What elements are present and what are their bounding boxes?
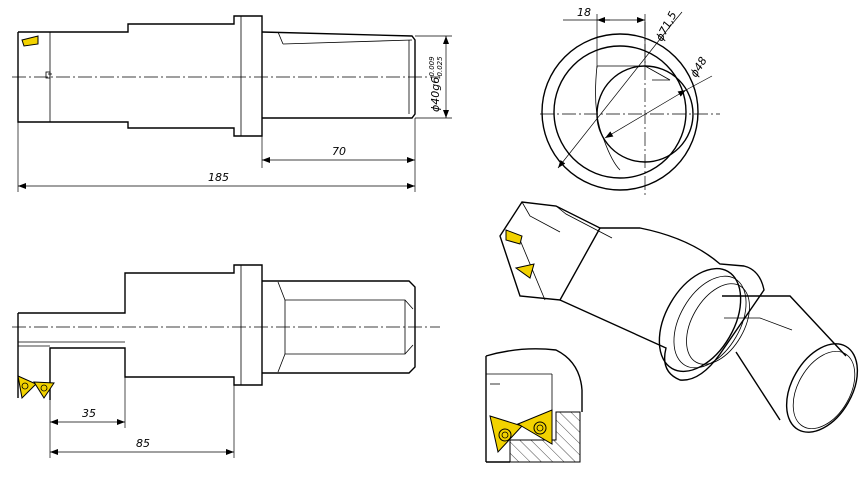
side-body-outline: [18, 264, 263, 400]
inner-circle: [553, 45, 687, 179]
dim-70-label: 70: [332, 145, 346, 158]
detail-arc: [485, 348, 583, 412]
dim-48-label: ϕ48: [688, 55, 710, 80]
isometric-view: [499, 201, 859, 433]
front-insert: [21, 35, 39, 47]
side-view: 35 85: [12, 264, 440, 458]
dim-tol-upper: -0.009: [428, 56, 436, 79]
iso-shank-end: [785, 343, 859, 433]
dim-diameter-text: ϕ40g6 -0.009 -0.025: [428, 56, 444, 112]
dim-diameter-label: ϕ40g6: [429, 77, 442, 112]
dim-35-label: 35: [82, 407, 96, 420]
side-insert-1: [17, 375, 37, 400]
dim-18-label: 18: [577, 6, 591, 19]
dim-48-line: [604, 89, 687, 139]
iso-insert-1: [505, 229, 523, 245]
end-view: 18 ϕ71,5 ϕ48: [540, 6, 720, 196]
dim-715-label: ϕ71,5: [653, 9, 679, 43]
dim-85-label: 85: [136, 437, 150, 450]
front-shank-outline: [261, 31, 416, 119]
iso-insert-2: [514, 263, 535, 279]
iso-flange-outer: [658, 267, 742, 373]
iso-body: [559, 227, 765, 381]
dim-185-label: 185: [208, 171, 229, 184]
detail-insert-2: [516, 409, 553, 445]
side-insert-2: [33, 381, 55, 399]
iso-head: [499, 201, 601, 301]
front-body-outline: [17, 15, 263, 137]
dim-tol-lower: -0.025: [436, 56, 444, 79]
detail-view: [485, 348, 583, 463]
outer-circle: [541, 33, 699, 191]
detail-workpiece: [509, 411, 581, 463]
front-view: 70 185 ϕ40g6 -0.009 -0.025: [12, 15, 452, 192]
side-shank-outline: [262, 280, 416, 374]
